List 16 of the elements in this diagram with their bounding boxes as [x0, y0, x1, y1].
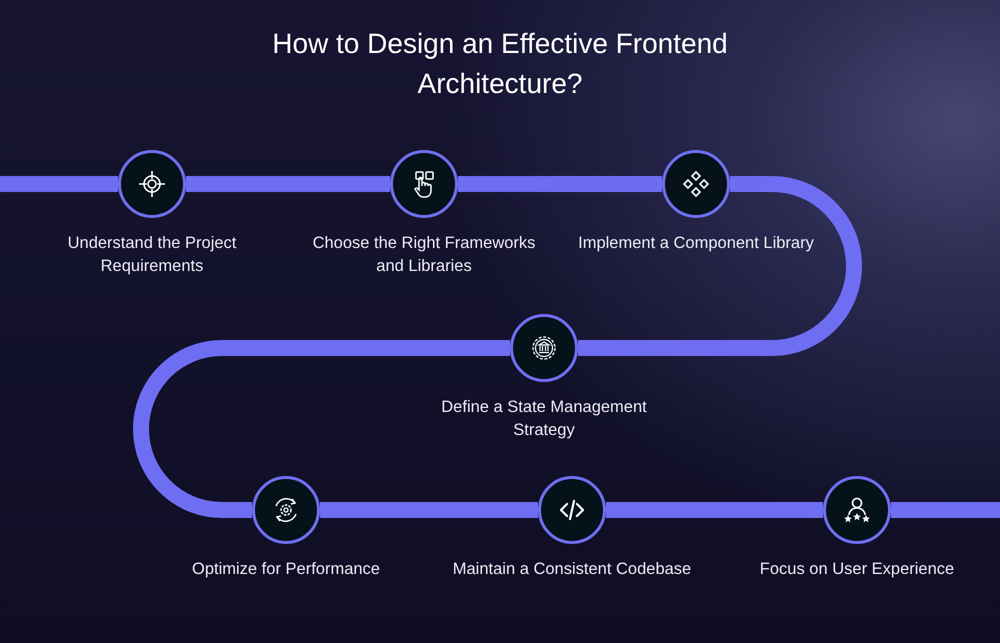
step-caption: Define a State Management Strategy — [440, 397, 648, 441]
step-caption: Focus on User Experience — [758, 559, 956, 580]
track-line — [0, 176, 118, 192]
step-caption: Understand the Project Requirements — [66, 233, 238, 277]
track-line — [458, 176, 662, 192]
step-caption: Implement a Component Library — [577, 233, 815, 254]
track-line — [891, 502, 1000, 518]
track-line — [578, 176, 862, 356]
step-caption: Optimize for Performance — [191, 559, 381, 580]
step-caption: Maintain a Consistent Codebase — [452, 559, 692, 580]
step-caption: Choose the Right Frameworks and Libraries — [312, 233, 536, 277]
title: How to Design an Effective Frontend Architecture? — [271, 27, 729, 101]
track-line — [133, 340, 510, 518]
track-line — [186, 176, 390, 192]
track-line — [606, 502, 823, 518]
track-line — [320, 502, 538, 518]
